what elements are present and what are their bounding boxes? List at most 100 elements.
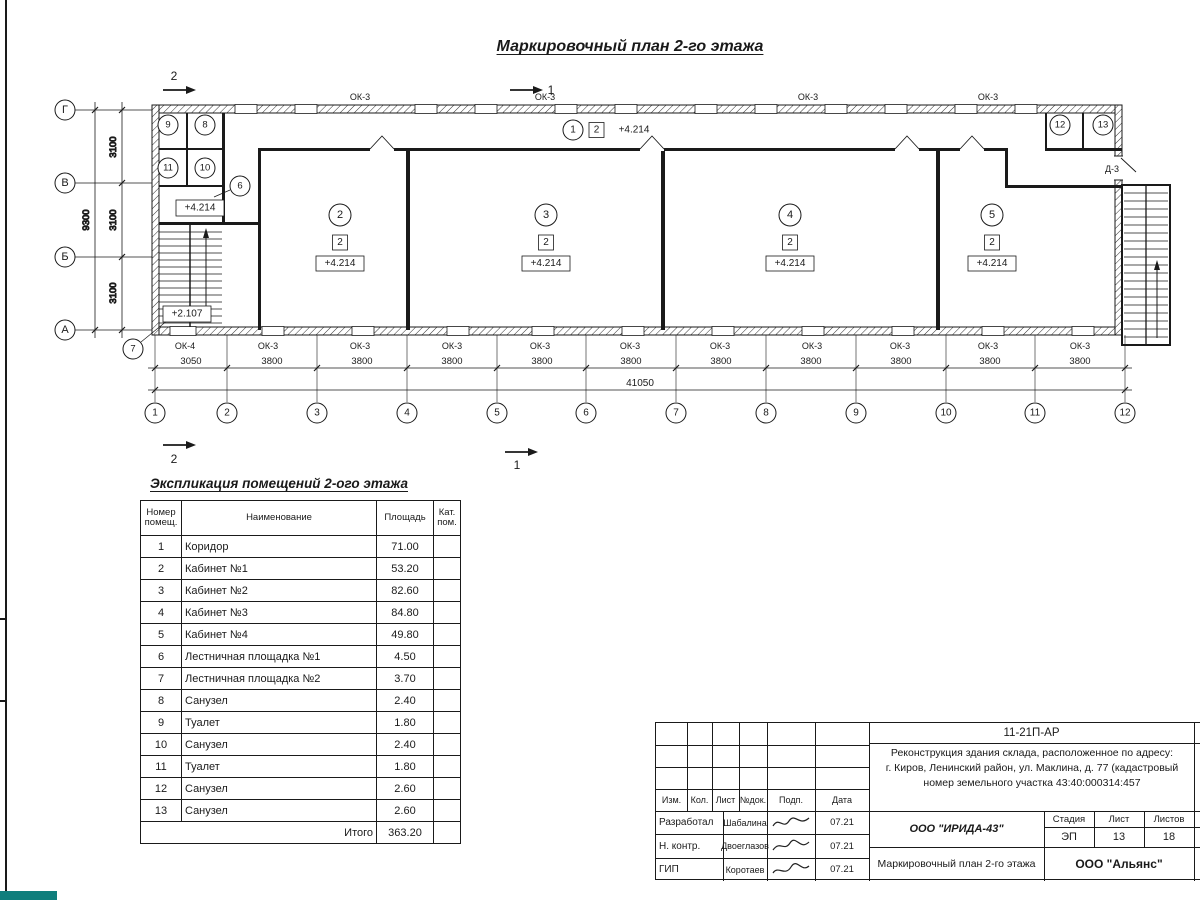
role-label: ГИП	[659, 864, 679, 875]
svg-text:13: 13	[1098, 120, 1109, 131]
svg-text:5: 5	[494, 408, 500, 419]
axis-row-label: Г	[62, 104, 68, 116]
svg-text:ОК-3: ОК-3	[890, 341, 910, 351]
svg-text:+4.214: +4.214	[325, 258, 356, 269]
svg-text:8: 8	[763, 408, 769, 419]
svg-text:11: 11	[163, 163, 173, 174]
frame-fold-mark	[0, 700, 6, 702]
svg-text:1: 1	[514, 458, 521, 472]
room-marker-5: 5 2 +4.214	[967, 203, 1017, 272]
role-label: Н. контр.	[659, 840, 701, 852]
window-symbols	[169, 104, 1095, 336]
axis-rows: Г В Б А	[54, 99, 152, 341]
svg-text:ОК-3: ОК-3	[442, 341, 462, 351]
total-value: 363.20	[376, 821, 434, 844]
svg-text:4: 4	[404, 408, 410, 419]
corridor-marker: 1 2 +4.214	[562, 119, 650, 141]
signature	[769, 835, 813, 857]
svg-text:3800: 3800	[890, 356, 911, 367]
svg-text:6: 6	[583, 408, 589, 419]
svg-text:3800: 3800	[710, 356, 731, 367]
document-number: 11-21П-АР	[1003, 727, 1060, 739]
stage-value: ЭП	[1061, 831, 1077, 843]
col-kol: Кол.	[690, 795, 709, 805]
table-header-row: Номер помещ. Наименование Площадь Кат. п…	[140, 500, 461, 536]
svg-text:ОК-3: ОК-3	[535, 92, 555, 102]
col-header-area: Площадь	[376, 500, 434, 536]
svg-text:3800: 3800	[351, 356, 372, 367]
col-ndok: №док.	[739, 795, 767, 805]
col-header-cat: Кат. пом.	[433, 500, 461, 536]
page-title: Маркировочный план 2-го этажа	[496, 38, 764, 55]
stage-label: Стадия	[1052, 813, 1086, 825]
role-name: Коротаев	[725, 864, 765, 875]
svg-text:2: 2	[543, 237, 549, 248]
left-dimensions: 3100 3100 3100 9300	[81, 102, 126, 338]
exterior-walls	[151, 104, 1123, 336]
svg-text:ОК-3: ОК-3	[530, 341, 550, 351]
door-label: Д-3	[1105, 164, 1119, 174]
firm-name: ООО "Альянс"	[1075, 857, 1163, 871]
svg-text:9: 9	[853, 408, 859, 419]
sheet-label: Лист	[1108, 813, 1130, 825]
svg-text:ОК-3: ОК-3	[258, 341, 278, 351]
window-labels: ОК-3 ОК-3 ОК-3 ОК-3 ОК-4 ОК-3 ОК-3 ОК-3 …	[175, 92, 1090, 351]
svg-text:12: 12	[1055, 120, 1066, 131]
door-swings	[369, 135, 985, 150]
svg-text:ОК-3: ОК-3	[978, 341, 998, 351]
svg-text:11: 11	[1030, 408, 1041, 419]
sheets-label: Листов	[1153, 813, 1185, 825]
svg-text:ОК-3: ОК-3	[802, 341, 822, 351]
axis-row-label: А	[61, 324, 69, 336]
staircase-right	[1121, 184, 1171, 346]
svg-text:+4.214: +4.214	[185, 203, 216, 214]
svg-text:3800: 3800	[261, 356, 282, 367]
explication-table: Номер помещ. Наименование Площадь Кат. п…	[140, 500, 461, 844]
explication-title: Экспликация помещений 2-ого этажа	[150, 476, 408, 491]
svg-text:2: 2	[337, 237, 343, 248]
svg-text:7: 7	[130, 344, 135, 355]
svg-text:2: 2	[224, 408, 230, 419]
elevation-landing: +4.214	[175, 199, 225, 217]
svg-text:10: 10	[200, 163, 211, 174]
table-total-row: Итого 363.20	[140, 821, 461, 844]
svg-text:ОК-4: ОК-4	[175, 341, 195, 351]
svg-text:7: 7	[673, 408, 679, 419]
sheets-value: 18	[1162, 831, 1176, 843]
section-markers: 2 2 1 1	[163, 69, 555, 472]
floor-plan: Г В Б А 3100 3100 3100 9300 3050 3800 38…	[54, 69, 1171, 472]
svg-text:2: 2	[337, 209, 343, 221]
svg-text:+4.214: +4.214	[531, 258, 562, 269]
svg-text:ОК-3: ОК-3	[350, 341, 370, 351]
svg-text:1: 1	[570, 125, 576, 136]
col-data: Дата	[832, 795, 852, 805]
svg-text:3: 3	[543, 209, 549, 221]
project-description: Реконструкция здания склада, расположенн…	[885, 747, 1179, 789]
screen-corner-artifact	[0, 891, 57, 900]
svg-text:10: 10	[940, 408, 952, 419]
room-marker-3: 3 2 +4.214	[521, 203, 571, 272]
bottom-dimension-labels: 3050 3800 3800 3800 3800 3800 3800 3800 …	[180, 356, 1090, 389]
role-date: 07.21	[830, 840, 854, 852]
signature	[769, 812, 813, 833]
dim-label: 3100	[108, 136, 119, 157]
dim-total-label: 41050	[626, 378, 654, 389]
svg-text:ОК-3: ОК-3	[710, 341, 730, 351]
svg-text:3800: 3800	[1069, 356, 1090, 367]
svg-text:2: 2	[787, 237, 793, 248]
axis-columns: 1 2 3 4 5 6 7 8 9 10 11 12	[144, 402, 1136, 424]
svg-text:3800: 3800	[979, 356, 1000, 367]
svg-text:3800: 3800	[800, 356, 821, 367]
dim-label: 3100	[108, 209, 119, 230]
svg-text:8: 8	[202, 120, 207, 131]
